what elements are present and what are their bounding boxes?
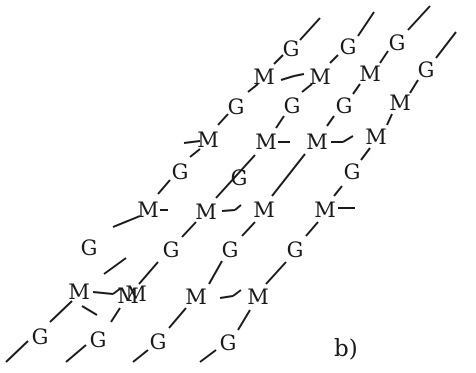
chain-bond [299,17,321,41]
cross-link-bond [112,287,122,295]
monomer-m-label: M [314,198,336,222]
monomer-g-label: G [287,238,304,262]
cross-link-bond [293,73,305,77]
chain-bond [215,154,256,199]
chain-bond [138,261,159,285]
monomer-g-label: G [283,37,300,61]
chain-bond [103,257,127,275]
chain-bond [110,307,121,323]
chain-bond [217,113,229,126]
cross-link-bond [234,204,242,211]
cross-link-bond [342,135,354,143]
monomer-g-label: G [150,330,167,354]
chain-bond [360,147,371,161]
chain-bond [326,115,335,127]
chain-bond [265,261,287,285]
monomer-g-label: G [231,166,248,190]
monomer-m-label: M [185,285,207,309]
monomer-m-label: M [68,280,90,304]
chain-bond [81,305,98,316]
chain-bond [65,344,87,363]
chain-bond [157,179,171,195]
monomer-m-label: M [253,65,275,89]
monomer-g-label: G [344,160,361,184]
chain-bond [407,5,431,31]
monomer-m-label: M [117,284,139,308]
cross-link-bond [280,75,295,81]
monomer-g-label: G [32,325,49,349]
chain-bond [409,79,419,94]
cross-link-bond [221,209,236,212]
monomer-m-label: M [359,62,381,86]
chain-bonds [5,5,457,363]
chain-bond [386,113,393,126]
monomer-g-label: G [389,31,406,55]
chain-bond [273,54,284,65]
chain-bond [352,83,361,95]
chain-bond [333,185,343,197]
chain-bond [357,11,375,37]
chain-bond [275,115,285,129]
monomer-g-label: G [222,238,239,262]
monomer-m-label: M [247,285,269,309]
chain-bond [247,83,259,93]
monomer-g-label: G [90,328,107,352]
chain-bond [305,221,319,237]
monomer-m-label: M [125,282,147,306]
chain-bond [49,300,73,323]
chain-bond [241,221,256,237]
monomer-m-label: M [306,130,328,154]
chain-bond [435,31,457,59]
chain-bond [181,221,197,238]
monomer-m-label: M [197,128,219,152]
monomer-m-label: M [389,91,411,115]
cross-link-bond [92,291,114,295]
cross-link-bond [183,140,201,144]
monomer-g-label: G [340,35,357,59]
monomer-g-label: G [418,58,435,82]
monomer-g-label: G [228,95,245,119]
chain-bond [5,340,29,363]
monomer-g-label: G [81,236,98,260]
chain-bond [208,260,223,285]
monomer-m-label: M [365,125,387,149]
monomer-g-label: G [163,238,180,262]
monomer-g-label: G [220,331,237,355]
chain-bond [112,215,141,228]
cross-link-bond [232,289,242,297]
chain-bond [237,309,251,331]
monomer-m-label: M [137,198,159,222]
monomer-g-label: G [284,94,301,118]
chain-bond [132,349,149,363]
monomer-m-label: M [255,130,277,154]
chain-bond [379,50,389,64]
monomer-g-label: G [336,94,353,118]
chain-bond [329,54,339,64]
panel-label: b) [334,336,358,362]
chain-bond [189,148,201,158]
monomer-g-label: G [172,160,189,184]
chain-bond [271,153,306,197]
chain-bond [168,307,187,329]
chain-bond [199,349,217,363]
monomer-m-label: M [195,200,217,224]
chain-bond [301,83,313,93]
cross-link-bond [219,295,234,299]
monomer-m-label: M [253,198,275,222]
monomer-m-label: M [309,65,331,89]
